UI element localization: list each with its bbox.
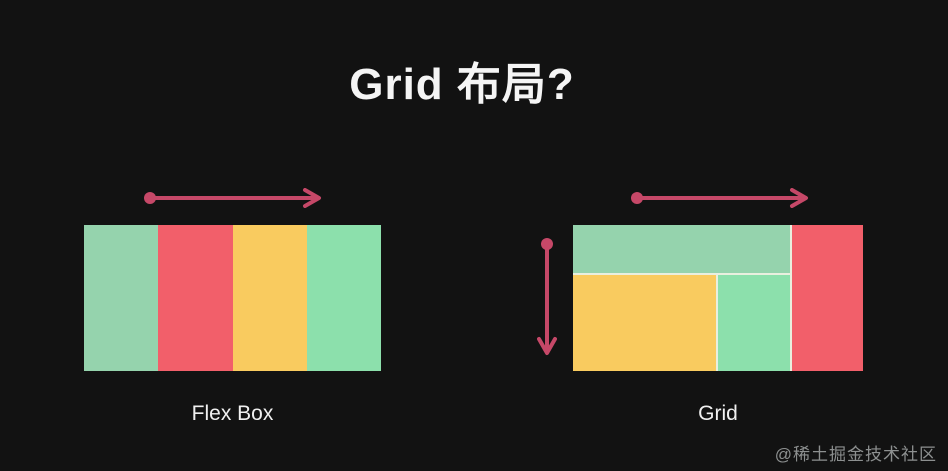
flex-item-3 bbox=[232, 225, 307, 371]
flex-item-1 bbox=[84, 225, 159, 371]
flexbox-caption: Flex Box bbox=[191, 402, 274, 425]
flexbox-diagram bbox=[84, 225, 381, 371]
grid-cell-bottom-middle bbox=[718, 275, 790, 371]
grid-caption: Grid bbox=[698, 402, 738, 425]
grid-horizontal-axis-arrow-icon bbox=[631, 188, 808, 208]
flex-item-2 bbox=[158, 225, 233, 371]
grid-cell-top-row bbox=[573, 225, 790, 273]
grid-vertical-axis-arrow-icon bbox=[537, 238, 557, 355]
flex-horizontal-axis-arrow-icon bbox=[144, 188, 321, 208]
grid-cell-right-column bbox=[791, 225, 863, 371]
flex-item-4 bbox=[306, 225, 381, 371]
watermark: @稀土掘金技术社区 bbox=[774, 445, 937, 464]
grid-cell-bottom-left bbox=[573, 275, 716, 371]
grid-diagram bbox=[573, 225, 863, 371]
page-title: Grid 布局? bbox=[349, 60, 575, 109]
